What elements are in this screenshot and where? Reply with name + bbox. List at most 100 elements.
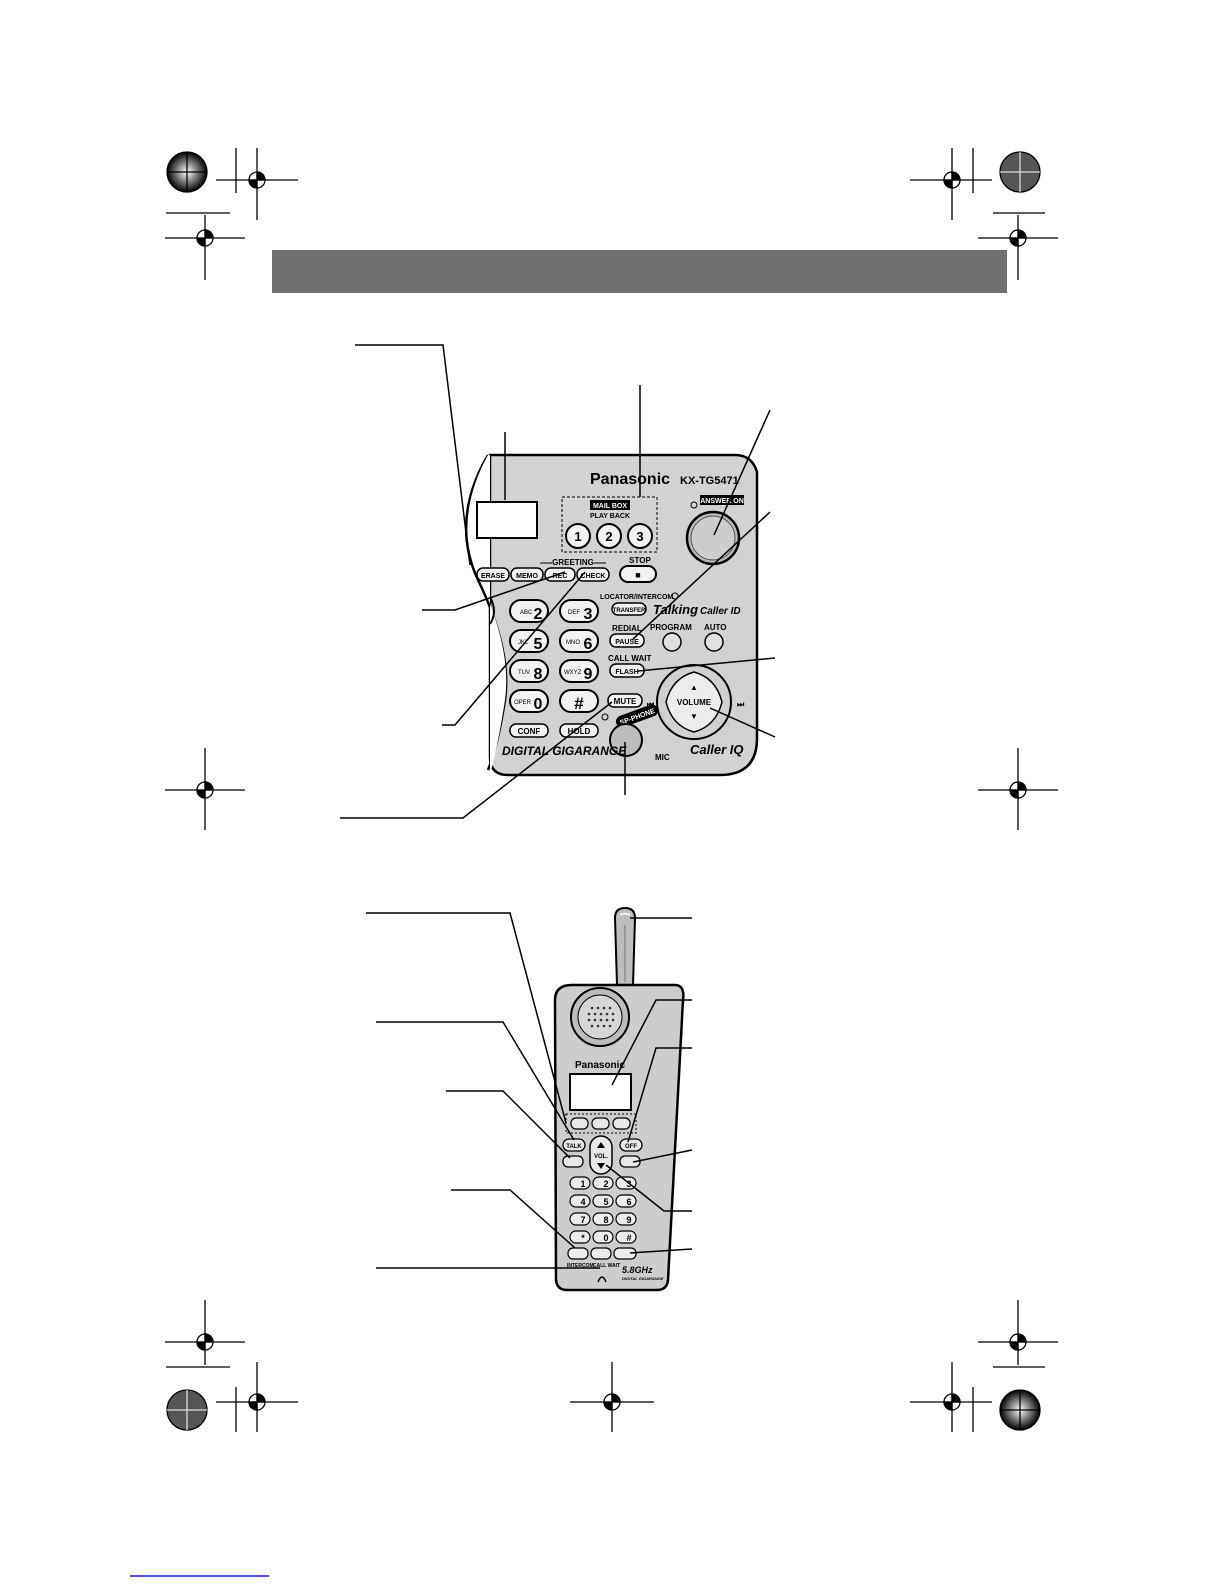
svg-text:OPER: OPER [514,700,532,706]
crosshair-mark-bottom-center [570,1362,654,1432]
svg-text:8: 8 [603,1215,608,1225]
svg-text:ABC: ABC [520,610,533,616]
hold-button[interactable]: HOLD [559,723,599,738]
handset-key-1[interactable]: 1 [569,1176,591,1190]
soft-key-left[interactable] [570,1117,589,1130]
base-keypad: ABC 2 DEF 3 JKL 5 MNO 6 TUV 8 [489,596,599,738]
callout-line-vol [605,1164,692,1212]
caller-iq-label: Caller IQ [690,742,743,757]
svg-text:0: 0 [603,1233,608,1243]
base-key-8[interactable]: TUV 8 [509,659,549,683]
answer-on-button[interactable] [685,510,741,566]
handset-off-button[interactable]: OFF [619,1138,643,1152]
program-button[interactable] [662,632,682,652]
base-key-9[interactable]: WXYZ 9 [559,659,599,683]
handset-key-2[interactable]: 2 [592,1176,614,1190]
callout-line-erase [355,344,471,566]
callout-line-answer-on [713,409,771,536]
svg-text:5: 5 [603,1197,608,1207]
crosshair-mark-left-lower [165,1300,245,1365]
base-key-5[interactable]: JKL 5 [509,629,549,653]
handset-speaker-button[interactable] [562,1155,584,1168]
handset-call-wait-button[interactable] [590,1247,612,1260]
mailbox-button-1[interactable]: 1 [565,523,591,549]
callout-line-handset-display [611,999,692,1086]
crosshair-mark-left-upper [165,215,245,280]
callout-line-talk [376,1021,575,1141]
memo-button[interactable]: MEMO [510,567,544,582]
svg-text:▼: ▼ [690,712,698,721]
handset-key-8[interactable]: 8 [592,1212,614,1226]
base-key-6[interactable]: MNO 6 [559,629,599,653]
handset-nav-right-button[interactable] [619,1155,641,1168]
handset-brand: Panasonic [575,1060,625,1071]
color-register-mark-bottom-right [999,1389,1041,1431]
handset-antenna [613,906,637,986]
svg-text:6: 6 [584,636,593,653]
svg-text:2: 2 [605,529,612,544]
handset-key-star[interactable]: * [569,1230,591,1244]
transfer-button[interactable]: TRANSFER [611,602,647,616]
mailbox-button-2[interactable]: 2 [596,523,622,549]
mailbox-button-3[interactable]: 3 [627,523,653,549]
svg-text:ERASE: ERASE [481,573,505,580]
svg-text:9: 9 [626,1215,631,1225]
program-label: PROGRAM [650,623,692,632]
flash-button[interactable]: FLASH [609,663,645,678]
callout-line-intercom [451,1189,576,1249]
pause-button[interactable]: PAUSE [609,633,645,648]
soft-key-center[interactable] [591,1117,610,1130]
svg-text:8: 8 [534,666,543,683]
crosshair-mark-right-lower [978,1300,1058,1365]
svg-text:0: 0 [534,696,543,713]
handset-talk-button[interactable]: TALK [562,1138,586,1152]
svg-text:MNO: MNO [566,640,580,646]
handset-key-5[interactable]: 5 [592,1194,614,1208]
svg-text:VOLUME: VOLUME [677,698,712,707]
svg-text:TALK: TALK [566,1144,582,1150]
redial-label: REDIAL [612,624,642,633]
svg-text:OFF: OFF [625,1144,637,1150]
soft-key-right[interactable] [612,1117,631,1130]
svg-text:5: 5 [534,636,543,653]
sp-phone-button[interactable] [609,723,643,757]
handset-key-9[interactable]: 9 [615,1212,637,1226]
answer-on-label: ANSWER ON [700,498,744,505]
handset-mic [597,1276,607,1283]
volume-ring-button[interactable]: ▲ VOLUME ▼ [656,664,732,740]
handset-key-6[interactable]: 6 [615,1194,637,1208]
locator-label: LOCATOR/INTERCOM [600,594,673,601]
handset-key-7[interactable]: 7 [569,1212,591,1226]
callout-line-volume [709,707,776,738]
svg-text:▲: ▲ [690,683,698,692]
mute-button[interactable]: MUTE [607,693,643,708]
base-key-0[interactable]: OPER 0 [509,689,549,713]
stop-button[interactable]: ■ [619,565,657,583]
svg-text:MEMO: MEMO [516,573,538,580]
handset-volume-rocker[interactable]: VOL. [589,1135,613,1175]
printer-marks [165,148,1058,1432]
svg-text:#: # [626,1233,631,1243]
base-key-2[interactable]: ABC 2 [509,599,549,623]
handset-intercom-button[interactable] [567,1247,589,1260]
callout-line-speaker [446,1090,571,1159]
handset-illustration: Panasonic TALK OFF VOL. [553,906,685,1292]
callout-line-soft-keys [366,912,567,1124]
crosshair-mark-bottom-right [910,1362,992,1432]
handset-key-0[interactable]: 0 [592,1230,614,1244]
check-button[interactable]: CHECK [576,567,610,582]
svg-text:7: 7 [580,1215,585,1225]
auto-button[interactable] [704,632,724,652]
base-key-3[interactable]: DEF 3 [559,599,599,623]
conf-button[interactable]: CONF [509,723,549,738]
handset-display [569,1073,632,1111]
base-unit-illustration: Panasonic KX-TG5471 MAIL BOX PLAY BACK 1… [464,453,759,777]
handset-key-hash[interactable]: # [615,1230,637,1244]
greeting-label: GREETING [552,558,594,567]
erase-button[interactable]: ERASE [476,567,510,582]
handset-flash-button[interactable] [613,1247,637,1260]
svg-text:HOLD: HOLD [568,727,591,736]
base-key-hash[interactable]: # [559,689,599,713]
handset-frequency-label: 5.8GHz [622,1265,653,1275]
handset-key-4[interactable]: 4 [569,1194,591,1208]
